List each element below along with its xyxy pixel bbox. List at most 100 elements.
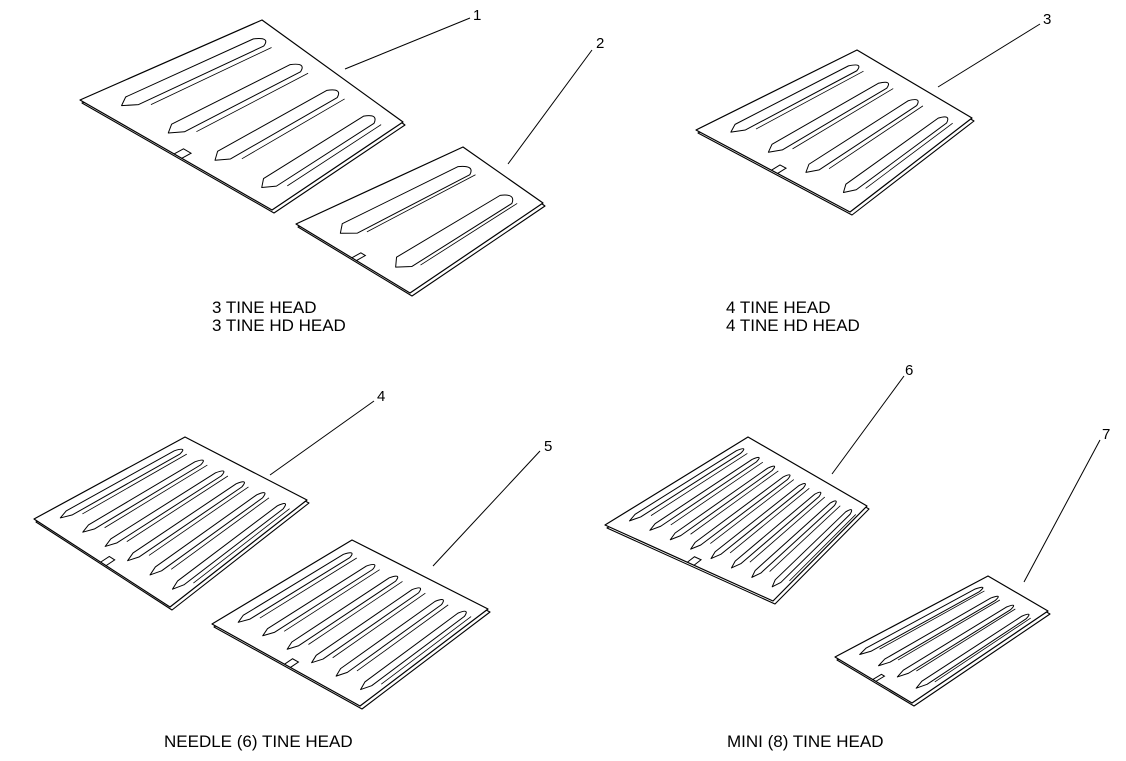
tine-slot xyxy=(751,500,837,578)
tine-rib xyxy=(865,122,953,189)
tine-rib xyxy=(308,581,403,645)
tine-plate-part-4 xyxy=(33,436,310,611)
caption-4-tine-head: 4 TINE HEAD xyxy=(726,298,831,317)
tine-slot xyxy=(628,448,745,522)
leader-line-5 xyxy=(432,450,541,567)
tine-rib xyxy=(792,88,894,150)
tine-rib xyxy=(283,569,380,632)
leader-line-2 xyxy=(507,49,593,165)
caption-needle-6-tine-head: NEEDLE (6) TINE HEAD xyxy=(164,732,353,751)
tine-rib xyxy=(126,475,229,542)
plate-notch xyxy=(284,658,300,668)
tine-plate-part-1 xyxy=(79,19,406,214)
plate-notch xyxy=(173,148,193,159)
tine-slot xyxy=(262,563,376,637)
tine-rib xyxy=(749,496,826,563)
tine-slot xyxy=(121,38,267,107)
tine-slot xyxy=(771,509,853,588)
callout-number-2: 2 xyxy=(596,35,604,52)
tine-slot xyxy=(127,481,245,562)
tine-rib xyxy=(193,508,290,584)
tine-rib xyxy=(150,47,272,105)
tine-rib xyxy=(690,470,779,535)
tine-slot xyxy=(805,99,919,173)
leader-line-4 xyxy=(269,400,375,476)
tine-slot xyxy=(339,165,472,234)
tine-rib xyxy=(789,514,857,582)
callout-number-4: 4 xyxy=(377,388,385,405)
plate-face xyxy=(834,575,1049,704)
tine-rib xyxy=(828,105,924,169)
tine-plate-part-7 xyxy=(834,575,1051,707)
tine-rib xyxy=(670,461,764,526)
leader-line-6 xyxy=(831,375,905,475)
tine-slot xyxy=(395,194,514,268)
tine-rib xyxy=(650,453,748,516)
tine-rib xyxy=(82,453,187,515)
plate-face xyxy=(211,539,489,707)
leader-line-3 xyxy=(937,23,1041,88)
tine-slot xyxy=(710,483,806,560)
tine-plate-part-3 xyxy=(695,49,975,216)
tine-rib xyxy=(196,72,309,133)
tine-rib xyxy=(916,608,1016,672)
callout-number-5: 5 xyxy=(544,438,552,455)
tine-slot xyxy=(360,610,467,691)
tine-rib xyxy=(729,488,810,554)
tine-rib xyxy=(241,98,345,160)
tine-rib xyxy=(259,557,357,619)
tine-slot xyxy=(167,63,303,134)
tine-slot xyxy=(842,116,949,194)
tine-rib xyxy=(380,616,472,685)
tine-slot xyxy=(214,89,340,161)
tine-rib xyxy=(148,486,249,556)
plate-face xyxy=(295,146,544,294)
tine-slot xyxy=(649,456,760,531)
tine-rib xyxy=(287,124,382,187)
tine-rib xyxy=(879,590,985,650)
plate-notch xyxy=(771,164,788,174)
plate-notch xyxy=(351,252,367,262)
tine-slot xyxy=(896,604,1015,678)
caption-3-tine-head: 3 TINE HEAD xyxy=(212,298,317,317)
tine-slot xyxy=(82,459,204,533)
tine-slot xyxy=(237,552,353,623)
callout-number-7: 7 xyxy=(1102,426,1110,443)
tine-plate-part-2 xyxy=(295,146,546,297)
tine-rib xyxy=(356,604,449,672)
tine-slot xyxy=(859,586,984,656)
tine-rib xyxy=(755,70,864,130)
tine-rib xyxy=(769,505,841,572)
tine-rib xyxy=(170,497,270,570)
leader-line-1 xyxy=(344,17,471,70)
tine-rib xyxy=(420,203,518,266)
tine-slot xyxy=(149,492,266,576)
plate-notch xyxy=(687,556,703,566)
tine-slot xyxy=(878,595,999,667)
tine-slot xyxy=(104,470,225,547)
tine-plate-part-5 xyxy=(211,539,491,710)
tine-slot xyxy=(915,613,1030,689)
tine-slot xyxy=(767,81,889,153)
tine-slot xyxy=(669,465,776,541)
tine-slot xyxy=(171,503,287,590)
tine-slot xyxy=(311,587,422,664)
callout-number-1: 1 xyxy=(473,7,481,24)
tine-rib xyxy=(366,174,476,233)
tine-rib xyxy=(710,479,795,544)
leader-line-7 xyxy=(1023,439,1101,583)
tine-slot xyxy=(261,115,376,189)
callout-number-3: 3 xyxy=(1043,11,1051,28)
tine-slot xyxy=(286,575,399,650)
tine-slot xyxy=(59,448,184,519)
tine-slot xyxy=(690,474,791,550)
callout-number-6: 6 xyxy=(905,362,913,379)
caption-4-tine-hd-head: 4 TINE HD HEAD xyxy=(726,316,860,335)
plate-notch xyxy=(100,555,116,567)
tine-slot xyxy=(730,64,860,133)
tine-rib xyxy=(332,592,426,659)
plate-notch xyxy=(872,673,886,682)
plate-face xyxy=(33,436,308,608)
plate-face xyxy=(79,19,404,211)
